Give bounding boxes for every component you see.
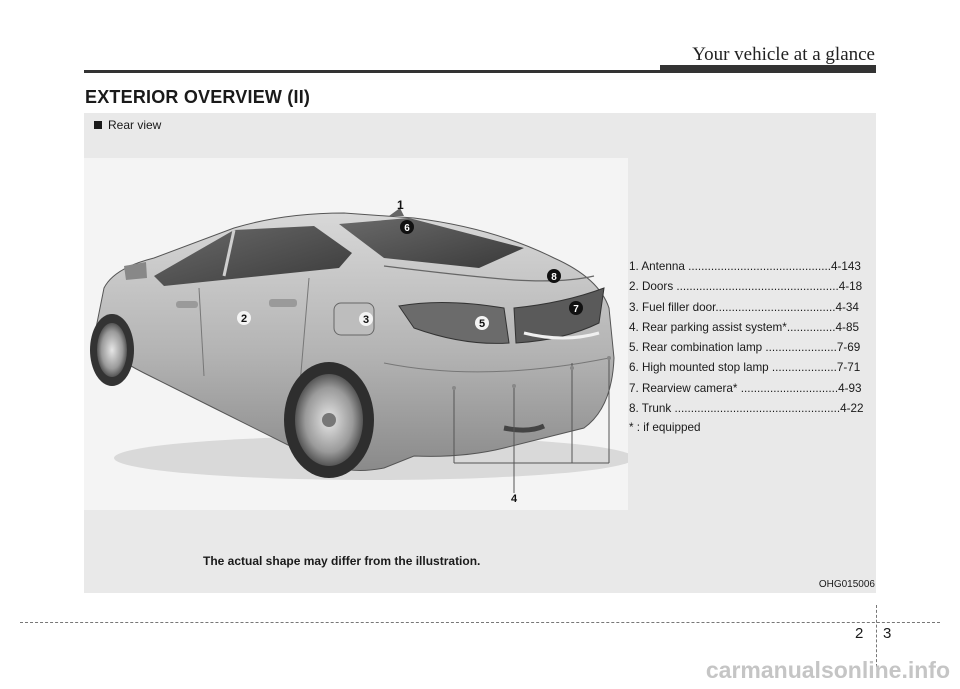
svg-text:8: 8 (551, 272, 557, 283)
side-mirror (124, 262, 147, 280)
rear-window (339, 218, 524, 268)
footnote: * : if equipped (629, 421, 701, 434)
chapter-number: 2 (855, 625, 864, 642)
header-rule (84, 70, 876, 73)
svg-text:4: 4 (511, 493, 518, 505)
callout-4: 4 (511, 493, 518, 505)
footer-rule (20, 622, 940, 623)
callout-1: 1 (397, 198, 404, 212)
footer-divider (876, 605, 877, 667)
legend-item: 4. Rear parking assist system*..........… (629, 320, 859, 334)
panel-label: Rear view (94, 118, 161, 132)
panel-label-text: Rear view (108, 118, 162, 132)
page-title: EXTERIOR OVERVIEW (II) (85, 87, 311, 107)
legend-item: 7. Rearview camera* ....................… (629, 381, 862, 395)
callout-5: 5 (475, 316, 489, 330)
legend-item: 3. Fuel filler door.....................… (629, 300, 859, 314)
callout-8: 8 (547, 269, 561, 283)
callout-6: 6 (400, 220, 414, 234)
fuel-filler-door (333, 302, 375, 336)
svg-text:5: 5 (479, 318, 485, 330)
legend-item: 1. Antenna .............................… (629, 260, 861, 273)
side-window (154, 226, 352, 286)
callout-7: 7 (569, 301, 583, 315)
callout-2: 2 (237, 311, 251, 325)
svg-text:3: 3 (363, 314, 369, 326)
square-bullet-icon (94, 121, 102, 129)
watermark: carmanualsonline.info (705, 657, 950, 683)
svg-text:2: 2 (241, 313, 247, 325)
legend-item: 5. Rear combination lamp ...............… (629, 341, 861, 355)
header-rule-accent (660, 65, 876, 73)
parking-sensor-leader-lines (453, 358, 610, 493)
rear-combination-lamp (398, 301, 510, 344)
image-code: OHG015006 (818, 579, 875, 590)
legend-item: 2. Doors ...............................… (629, 280, 863, 294)
callout-3: 3 (359, 312, 373, 326)
parts-legend: 1. Antenna .............................… (629, 257, 877, 419)
svg-text:6: 6 (404, 223, 410, 234)
legend-item: 8. Trunk ...............................… (629, 402, 864, 416)
svg-text:7: 7 (573, 304, 579, 315)
section-title: Your vehicle at a glance (692, 44, 875, 65)
disclaimer: The actual shape may differ from the ill… (203, 554, 481, 568)
antenna (389, 208, 404, 216)
page-number: 3 (883, 625, 892, 642)
car-rear-illustration: 1 6 8 7 5 2 3 4 (90, 198, 628, 505)
svg-text:1: 1 (397, 198, 404, 212)
legend-item: 6. High mounted stop lamp ..............… (629, 361, 861, 375)
